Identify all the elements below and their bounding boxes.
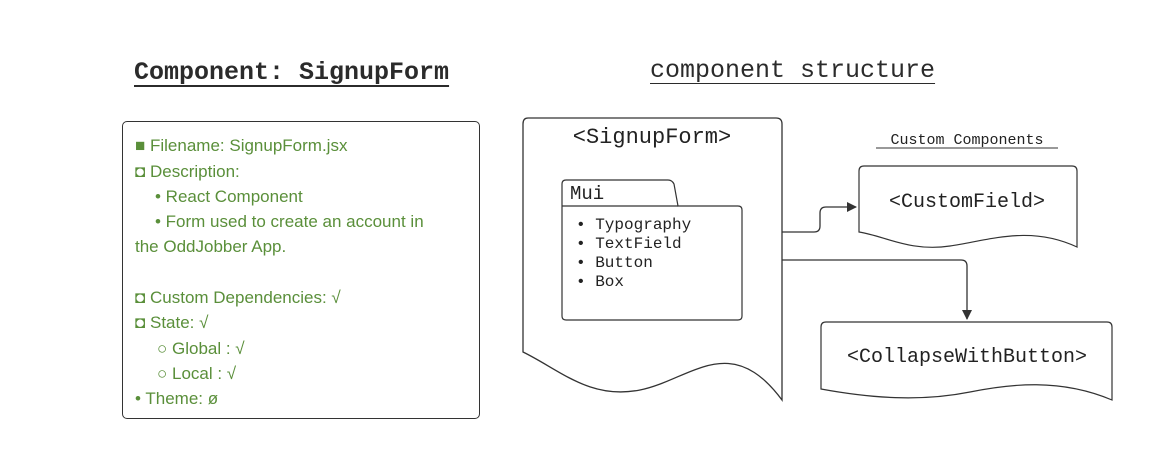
mui-item: • Button	[576, 254, 653, 272]
description-item: • React Component	[155, 187, 303, 206]
customfield-document-shape	[858, 165, 1078, 248]
mui-item: • Typography	[576, 216, 692, 234]
state-local-line: ○ Local : √	[157, 364, 237, 383]
connector-to-customfield	[782, 202, 857, 233]
page-title-right: component structure	[650, 56, 936, 85]
custom-components-heading: Custom Components	[890, 132, 1043, 149]
collapsewithbutton-document-shape	[820, 321, 1113, 401]
description-line: ◘ Description:	[135, 162, 240, 181]
mui-folder-shape	[561, 179, 743, 321]
connector-to-collapsewithbutton	[782, 259, 972, 320]
theme-line: • Theme: ø	[135, 389, 219, 408]
description-item-continuation: the OddJobber App.	[135, 237, 287, 256]
collapsewithbutton-label: <CollapseWithButton>	[847, 346, 1087, 369]
state-line: ◘ State: √	[135, 313, 209, 332]
filename-line: ■ Filename: SignupForm.jsx	[135, 136, 348, 155]
mui-item: • TextField	[576, 235, 682, 253]
state-global-line: ○ Global : √	[157, 339, 245, 358]
mui-folder-label: Mui	[570, 183, 604, 205]
description-item: • Form used to create an account in	[155, 212, 424, 231]
custom-dependencies-line: ◘ Custom Dependencies: √	[135, 288, 341, 307]
signupform-label: <SignupForm>	[573, 125, 731, 150]
component-info-panel: ■ Filename: SignupForm.jsx ◘ Description…	[122, 121, 480, 419]
customfield-label: <CustomField>	[889, 191, 1045, 214]
page-title-left: Component: SignupForm	[134, 58, 450, 87]
mui-item: • Box	[576, 273, 624, 291]
